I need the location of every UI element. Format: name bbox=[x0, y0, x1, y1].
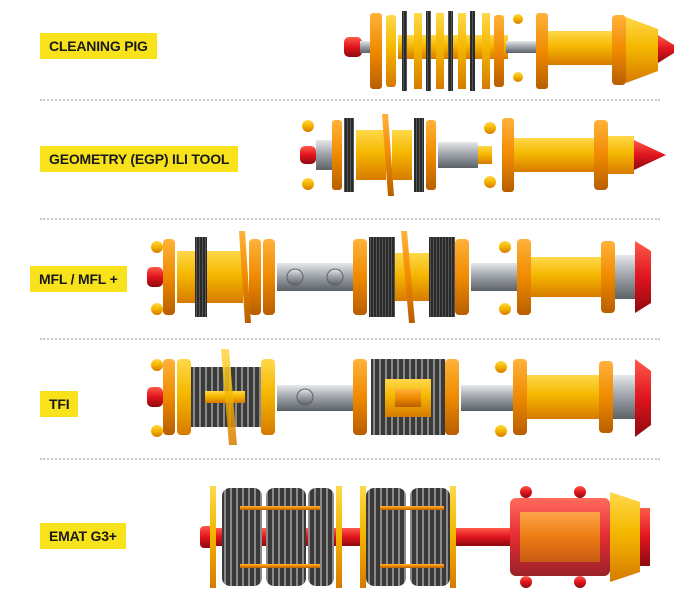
cleaning-pig-icon bbox=[344, 11, 674, 91]
separator-3 bbox=[40, 338, 660, 340]
separator-2 bbox=[40, 218, 660, 220]
label-cleaning-pig: CLEANING PIG bbox=[40, 33, 157, 59]
tfi-tool-icon bbox=[147, 349, 651, 445]
geometry-tool-icon bbox=[300, 114, 666, 196]
label-emat: EMAT G3+ bbox=[40, 523, 126, 549]
emat-tool-icon bbox=[200, 486, 650, 588]
mfl-tool-icon bbox=[147, 231, 651, 323]
label-geometry-tool: GEOMETRY (EGP) ILI TOOL bbox=[40, 146, 239, 172]
separator-1 bbox=[40, 99, 660, 101]
separator-4 bbox=[40, 458, 660, 460]
label-tfi: TFI bbox=[40, 391, 79, 417]
label-mfl: MFL / MFL + bbox=[30, 266, 127, 292]
